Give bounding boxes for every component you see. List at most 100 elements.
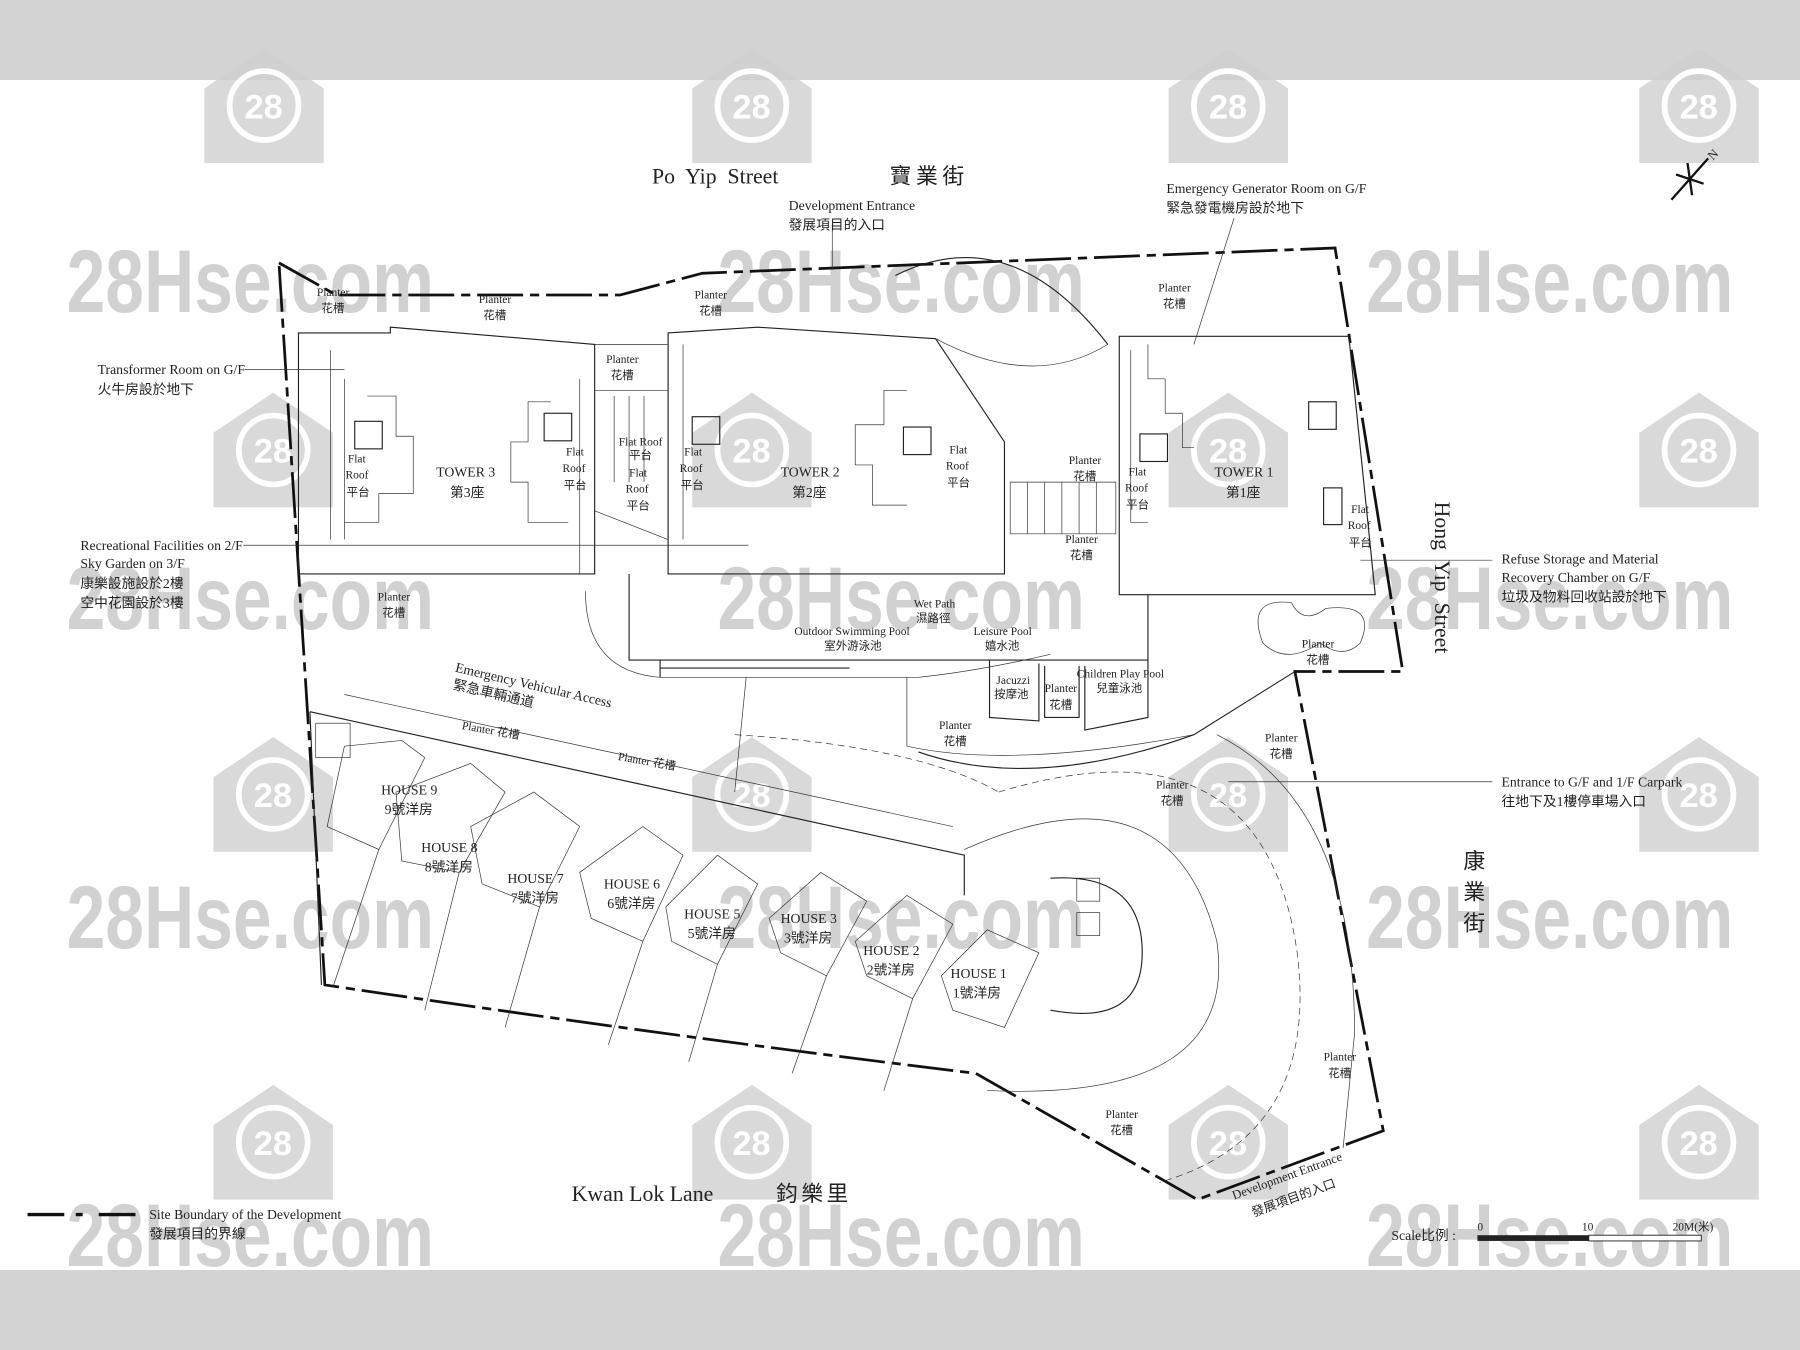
plan-label: 平台: [347, 485, 370, 499]
watermark-logo-icon: 28: [1168, 392, 1289, 508]
watermark-logo-icon: 28: [213, 392, 333, 508]
pool-label-zh: 室外游泳池: [824, 639, 882, 653]
plan-label: Planter: [479, 294, 512, 306]
plan-label: Roof: [680, 463, 703, 475]
plan-label: HOUSE 1: [951, 966, 1007, 981]
plan-label: 花槽: [382, 606, 405, 619]
plan-label: Planter: [1158, 283, 1191, 295]
plan-label: Planter: [1069, 455, 1102, 467]
callouts: Development Entrance 發展項目的入口 Emergency G…: [80, 181, 1682, 1220]
plan-label: HOUSE 5: [684, 906, 740, 921]
plan-label: 花槽: [483, 309, 506, 322]
plan-label: Planter: [1045, 683, 1078, 695]
plan-label: 28: [1209, 777, 1247, 815]
leader-lines: [243, 218, 1493, 783]
watermark-text: 28Hse.com: [67, 548, 434, 648]
leisure-pool-en: Leisure Pool: [973, 626, 1031, 638]
scale-tick-0: 0: [1477, 1222, 1483, 1234]
refuse-zh: 垃圾及物料回收站設於地下: [1502, 590, 1667, 605]
plan-label: 2號洋房: [867, 963, 915, 978]
plan-label: 花槽: [1161, 795, 1184, 808]
plan-label: 7號洋房: [511, 890, 559, 905]
watermark-logo-icon: 28: [1168, 736, 1289, 852]
plan-label: Planter: [1156, 780, 1189, 792]
plan-label: 花槽: [699, 305, 722, 318]
refuse-en-1: Refuse Storage and Material: [1502, 552, 1659, 567]
plan-label: Roof: [626, 483, 649, 495]
scale-label: Scale比例 :: [1391, 1228, 1456, 1243]
bottom-gray-band: [0, 1270, 1800, 1350]
watermark-text: 28Hse.com: [717, 231, 1084, 331]
plan-label: 花槽: [1270, 748, 1293, 761]
plan-label: Planter 花槽: [461, 719, 521, 742]
tower-3-label-zh: 第3座: [450, 484, 485, 500]
plan-label: Planter: [1265, 733, 1298, 745]
plan-label: HOUSE 9: [381, 782, 437, 797]
tower-labels: TOWER 3 第3座 TOWER 2 第2座 TOWER 1 第1座: [436, 464, 1273, 500]
dev-entrance-top-zh: 發展項目的入口: [789, 218, 885, 233]
plan-label: 3號洋房: [784, 930, 832, 945]
generator-room-en: Emergency Generator Room on G/F: [1166, 181, 1366, 196]
plan-label: 28: [1209, 1125, 1247, 1163]
recreational-en-2: Sky Garden on 3/F: [80, 556, 185, 571]
plan-label: 28: [254, 1125, 292, 1163]
plan-label: 1號洋房: [953, 986, 1001, 1001]
watermark-text: 28Hse.com: [1366, 867, 1733, 967]
plan-label: Flat: [629, 467, 648, 479]
watermark-text: 28Hse.com: [67, 1185, 434, 1285]
street-po-yip-zh: 寶業街: [890, 165, 969, 189]
plan-label: Roof: [563, 463, 586, 475]
tower-2-footprint: [594, 326, 1006, 575]
watermark-logo-icon: 28: [204, 48, 324, 164]
watermark-logo-icon: 28: [1639, 1084, 1759, 1200]
watermark-logo-icon: 28: [1168, 1084, 1289, 1200]
street-kwan-lok-zh: 鈞樂里: [776, 1182, 852, 1206]
plan-label: 花槽: [1049, 698, 1072, 711]
watermark-logo-icon: 28: [1168, 48, 1289, 164]
watermark-text: 28Hse.com: [1366, 231, 1733, 331]
wet-path-en: Wet Path: [914, 598, 956, 610]
top-gray-band: [0, 0, 1800, 80]
plan-label: 28: [254, 433, 292, 471]
plan-label: 平台: [947, 476, 970, 490]
plan-label: Planter: [317, 287, 350, 299]
plan-label: Flat: [949, 444, 968, 456]
tower-1-label-zh: 第1座: [1226, 484, 1261, 500]
carpark-entrance-zh: 往地下及1樓停車場入口: [1502, 793, 1647, 809]
plan-label: Planter: [939, 720, 972, 732]
plan-label: 28: [1679, 777, 1717, 815]
plan-label: Roof: [946, 461, 969, 473]
street-hong-yip-en: Hong Yip Street: [1430, 502, 1454, 654]
plan-label: 花槽: [321, 302, 344, 315]
generator-room-zh: 緊急發電機房設於地下: [1166, 200, 1304, 215]
plan-label: HOUSE 2: [863, 943, 919, 958]
plan-label: 5號洋房: [688, 926, 736, 941]
watermark-text: 28Hse.com: [717, 867, 1084, 967]
plan-label: Planter: [1324, 1052, 1357, 1064]
legend-boundary-zh: 發展項目的界線: [149, 1227, 246, 1242]
watermark-text: 28Hse.com: [717, 1185, 1084, 1285]
plan-label: Flat: [684, 447, 703, 459]
plan-label: 28: [1679, 433, 1717, 471]
plan-label: 28: [1679, 1125, 1717, 1163]
tower-1-label: TOWER 1: [1215, 464, 1274, 479]
plan-label: 9號洋房: [385, 802, 433, 817]
recreational-zh-1: 康樂設施設於2樓: [80, 575, 183, 591]
pool-deck: [585, 573, 1365, 756]
watermark-logo-icon: 28: [692, 1084, 812, 1200]
driveway: [734, 257, 1355, 1183]
plan-label: Flat: [1351, 504, 1370, 516]
jacuzzi-en: Jacuzzi: [996, 675, 1030, 687]
watermark-text: 28Hse.com: [1366, 548, 1733, 648]
plan-label: 28: [732, 88, 770, 126]
watermark-logo-icon: 28: [213, 1084, 333, 1200]
plan-label: Planter: [1065, 534, 1098, 546]
houses-row: [309, 694, 1101, 1091]
plan-label: 28: [254, 777, 292, 815]
plan-label: Planter: [606, 354, 639, 366]
plan-label: Flat: [566, 447, 585, 459]
plan-label: Planter: [1105, 1109, 1138, 1121]
legend-boundary-en: Site Boundary of the Development: [149, 1207, 341, 1222]
